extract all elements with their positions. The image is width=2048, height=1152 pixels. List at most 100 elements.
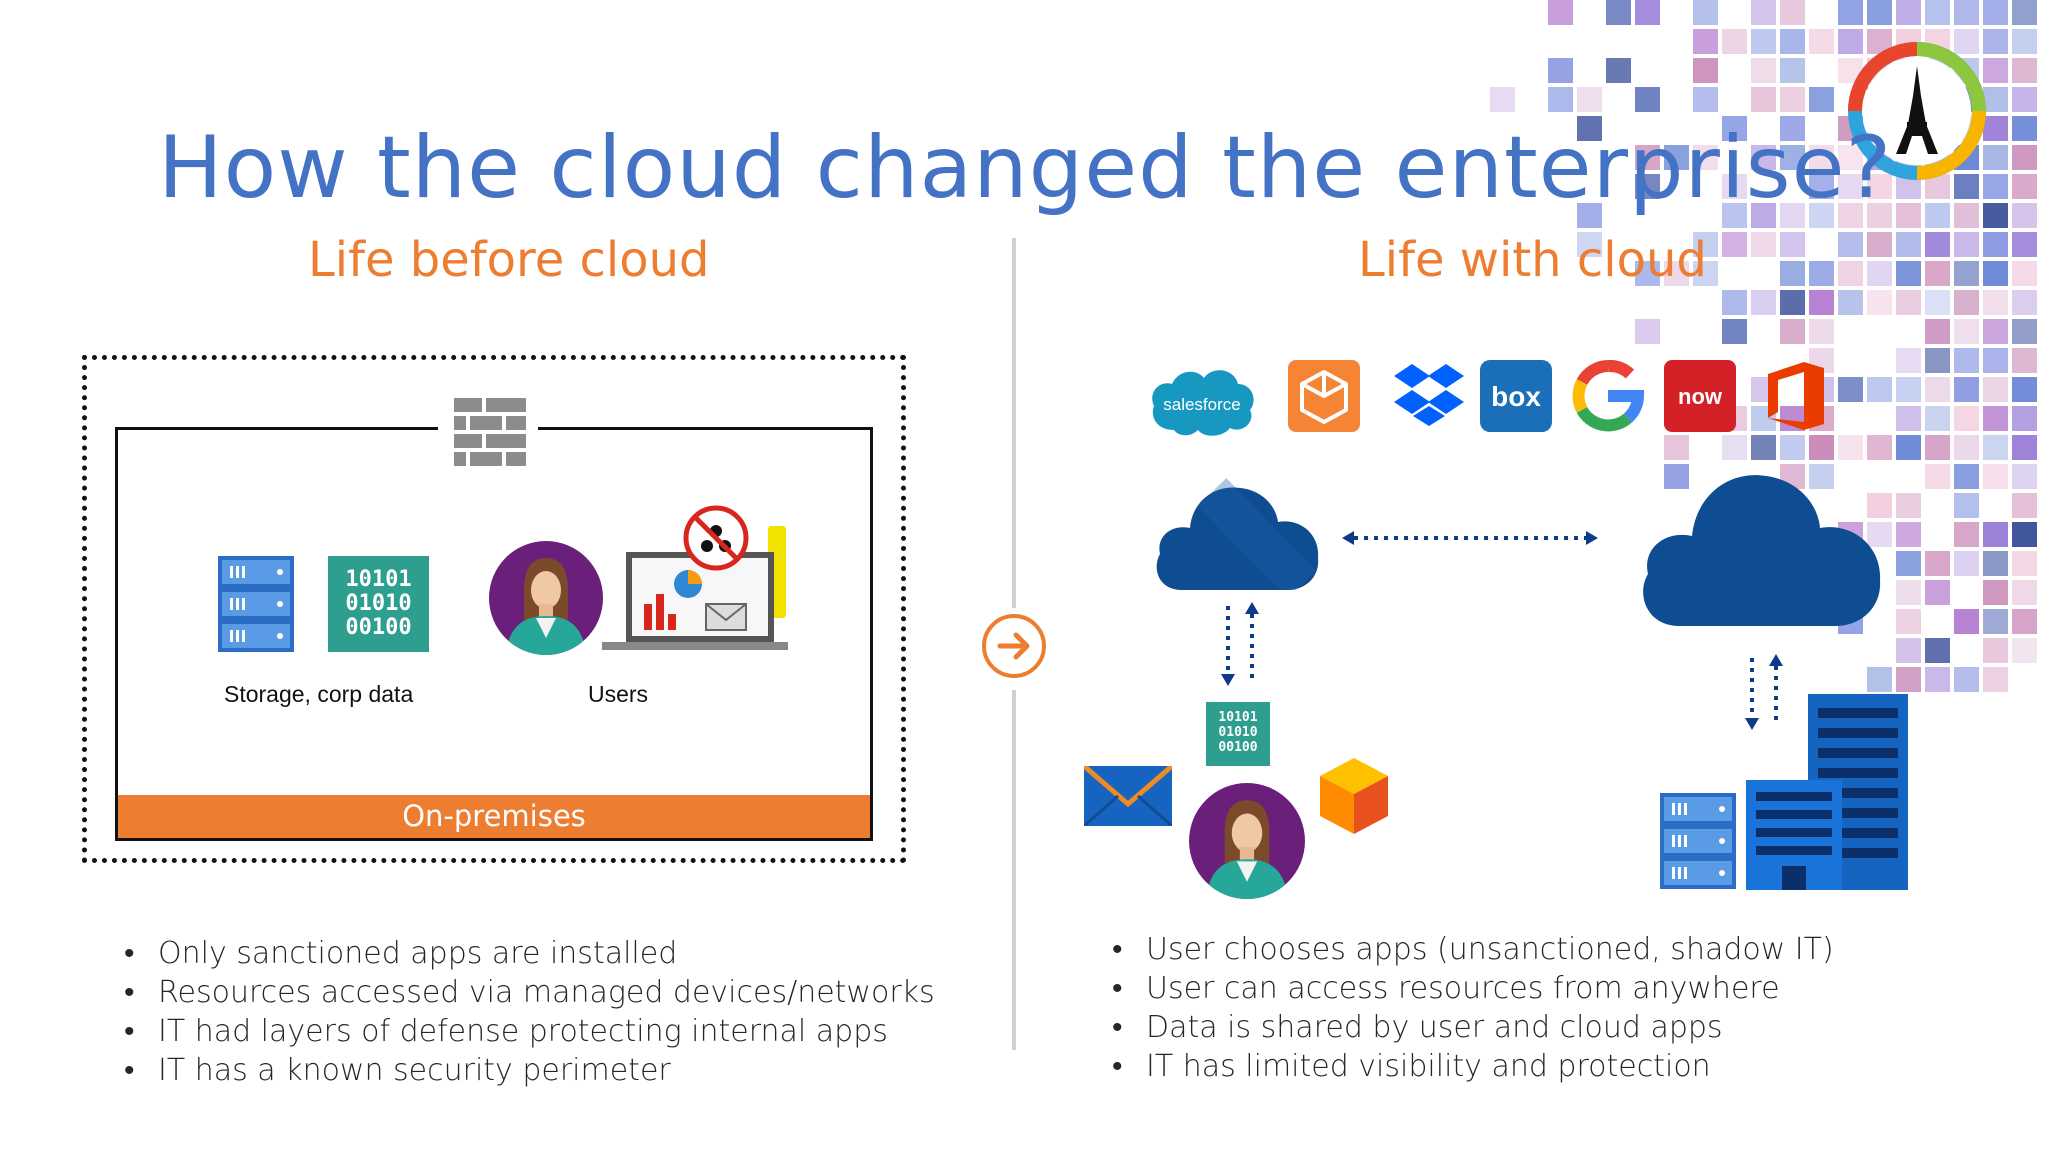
mosaic-tile bbox=[1867, 493, 1892, 518]
mosaic-tile bbox=[1780, 29, 1805, 54]
mosaic-tile bbox=[1635, 145, 1660, 170]
mosaic-tile bbox=[1780, 87, 1805, 112]
mosaic-tile bbox=[1809, 464, 1834, 489]
mosaic-tile bbox=[1983, 406, 2008, 431]
mosaic-tile bbox=[1896, 522, 1921, 547]
binary-data-icon: 10101 01010 00100 bbox=[1206, 702, 1270, 766]
mosaic-tile bbox=[1722, 290, 1747, 315]
mosaic-tile bbox=[1751, 290, 1776, 315]
mosaic-tile bbox=[1693, 87, 1718, 112]
list-item: IT has a known security perimeter bbox=[124, 1051, 935, 1090]
mosaic-tile bbox=[1896, 290, 1921, 315]
list-item: User can access resources from anywhere bbox=[1112, 969, 1834, 1008]
mosaic-tile bbox=[1925, 551, 1950, 576]
mosaic-tile bbox=[2012, 609, 2037, 634]
mosaic-tile bbox=[1838, 261, 1863, 286]
mosaic-tile bbox=[1867, 0, 1892, 25]
mosaic-tile bbox=[1925, 638, 1950, 663]
mosaic-tile bbox=[1983, 0, 2008, 25]
mosaic-tile bbox=[1954, 261, 1979, 286]
divider-top bbox=[1012, 238, 1016, 608]
mosaic-tile bbox=[1954, 667, 1979, 692]
mosaic-tile bbox=[1954, 406, 1979, 431]
mosaic-tile bbox=[1780, 0, 1805, 25]
mosaic-tile bbox=[1925, 348, 1950, 373]
mosaic-tile bbox=[1925, 406, 1950, 431]
mosaic-tile bbox=[2012, 261, 2037, 286]
arrow-right-icon bbox=[982, 614, 1046, 678]
mosaic-tile bbox=[1751, 145, 1776, 170]
servicenow-icon: now bbox=[1664, 360, 1736, 432]
mosaic-tile bbox=[1954, 174, 1979, 199]
svg-text:salesforce: salesforce bbox=[1163, 395, 1240, 414]
mosaic-tile bbox=[1896, 580, 1921, 605]
mosaic-tile bbox=[1983, 435, 2008, 460]
mosaic-tile bbox=[1983, 58, 2008, 83]
building-icon bbox=[1746, 694, 1908, 890]
mosaic-tile bbox=[1809, 435, 1834, 460]
mosaic-tile bbox=[1954, 348, 1979, 373]
mosaic-tile bbox=[2012, 87, 2037, 112]
cloud-icon bbox=[1643, 475, 1881, 626]
mosaic-tile bbox=[1896, 551, 1921, 576]
server-icon bbox=[1660, 793, 1736, 889]
mosaic-tile bbox=[1693, 232, 1718, 257]
aws-box-icon bbox=[1288, 360, 1360, 432]
mosaic-tile bbox=[1664, 435, 1689, 460]
mosaic-tile bbox=[1606, 0, 1631, 25]
mosaic-tile bbox=[1954, 290, 1979, 315]
mosaic-tile bbox=[1925, 377, 1950, 402]
mosaic-tile bbox=[2012, 145, 2037, 170]
mosaic-tile bbox=[1983, 232, 2008, 257]
mosaic-tile bbox=[1693, 145, 1718, 170]
mosaic-tile bbox=[2012, 580, 2037, 605]
mosaic-tile bbox=[1693, 58, 1718, 83]
mosaic-tile bbox=[1867, 203, 1892, 228]
mosaic-tile bbox=[1490, 87, 1515, 112]
list-item: Only sanctioned apps are installed bbox=[124, 934, 935, 973]
mosaic-tile bbox=[1867, 435, 1892, 460]
mosaic-tile bbox=[1722, 203, 1747, 228]
mail-icon bbox=[1084, 766, 1172, 826]
list-item: Resources accessed via managed devices/n… bbox=[124, 973, 935, 1012]
mosaic-tile bbox=[1664, 464, 1689, 489]
mosaic-tile bbox=[1751, 0, 1776, 25]
salesforce-icon: salesforce bbox=[1152, 370, 1254, 436]
mosaic-tile bbox=[1954, 377, 1979, 402]
mosaic-tile bbox=[1925, 464, 1950, 489]
perimeter-dotted-box bbox=[82, 355, 906, 863]
mosaic-tile bbox=[1925, 232, 1950, 257]
mosaic-tile bbox=[1983, 609, 2008, 634]
mosaic-tile bbox=[1838, 435, 1863, 460]
mosaic-tile bbox=[1751, 203, 1776, 228]
users-label: Users bbox=[588, 681, 649, 707]
mosaic-tile bbox=[1577, 203, 1602, 228]
sync-arrow bbox=[1342, 531, 1598, 545]
mosaic-tile bbox=[1838, 377, 1863, 402]
mosaic-tile bbox=[1925, 290, 1950, 315]
firewall-icon bbox=[454, 398, 526, 466]
mosaic-tile bbox=[1606, 58, 1631, 83]
mosaic-tile bbox=[1635, 174, 1660, 199]
mosaic-tile bbox=[1954, 551, 1979, 576]
mosaic-tile bbox=[2012, 29, 2037, 54]
mosaic-tile bbox=[1751, 232, 1776, 257]
mosaic-tile bbox=[1780, 319, 1805, 344]
dropbox-icon bbox=[1394, 364, 1464, 426]
mosaic-tile bbox=[2012, 522, 2037, 547]
mosaic-tile bbox=[1838, 145, 1863, 170]
mosaic-tile bbox=[1722, 435, 1747, 460]
mosaic-tile bbox=[1780, 145, 1805, 170]
mosaic-tile bbox=[1954, 464, 1979, 489]
mosaic-tile bbox=[1751, 435, 1776, 460]
mosaic-tile bbox=[1896, 0, 1921, 25]
mosaic-tile bbox=[1780, 58, 1805, 83]
mosaic-tile bbox=[1780, 232, 1805, 257]
mosaic-tile bbox=[2012, 435, 2037, 460]
google-icon bbox=[1572, 360, 1644, 432]
mosaic-tile bbox=[1983, 203, 2008, 228]
mosaic-tile bbox=[1809, 174, 1834, 199]
list-item: User chooses apps (unsanctioned, shadow … bbox=[1112, 930, 1834, 969]
mosaic-tile bbox=[1983, 87, 2008, 112]
mosaic-tile bbox=[1954, 435, 1979, 460]
